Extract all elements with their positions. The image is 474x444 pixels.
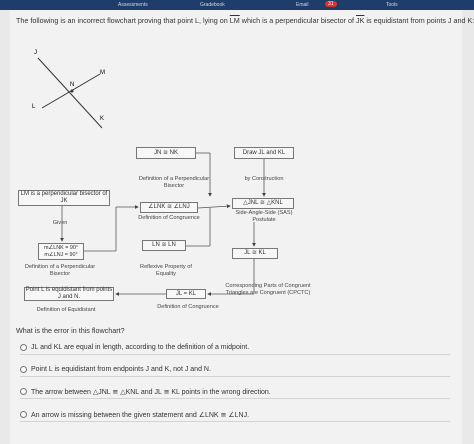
point-m-label: M <box>100 70 105 76</box>
box-jl-kl-equal: JL = KL <box>166 289 206 299</box>
question-text: What is the error in this flowchart? <box>16 326 125 335</box>
option-label: Point L is equidistant from endpoints J … <box>31 366 211 373</box>
answer-option-1[interactable]: JL and KL are equal in length, according… <box>20 341 450 355</box>
label-reflexive-property: Reflexive Property of Equality <box>140 264 192 277</box>
question-prompt: The following is an incorrect flowchart … <box>16 16 474 25</box>
radio-button[interactable] <box>20 366 27 373</box>
point-n-label: N <box>70 82 74 88</box>
nav-tools[interactable]: Tools <box>386 2 398 8</box>
nav-gradebook[interactable]: Gradebook <box>200 2 225 8</box>
option-label: JL and KL are equal in length, according… <box>31 344 250 351</box>
box-equidistant-statement: Point L is equidistant from points J and… <box>24 287 114 301</box>
option-label: An arrow is missing between the given st… <box>31 411 250 419</box>
nav-assessments[interactable]: Assessments <box>118 2 148 8</box>
segment-jk: JK <box>356 16 365 25</box>
box-jl-kl-congruent: JL ≅ KL <box>232 248 278 259</box>
point-k-label: K <box>100 116 104 122</box>
segment-lm: LM <box>229 16 240 25</box>
label-def-equidistant: Definition of Equidistant <box>36 307 96 313</box>
label-def-perp-bisector-2: Definition of a Perpendicular Bisector <box>24 264 96 277</box>
label-cpctc: Corresponding Parts of Congruent Triangl… <box>225 283 311 296</box>
email-count-badge: 31 <box>325 1 337 7</box>
label-def-perp-bisector-1: Definition of a Perpendicular Bisector <box>138 176 210 189</box>
label-sas-postulate: Side-Angle-Side (SAS) Postulate <box>235 210 293 223</box>
box-right-angles: m∠LNK = 90° m∠LNJ = 90° <box>38 243 84 260</box>
nav-email[interactable]: Email <box>296 2 309 8</box>
point-j-label: J <box>34 50 37 56</box>
radio-button[interactable] <box>20 344 27 351</box>
radio-button[interactable] <box>20 388 27 395</box>
flowchart-arrows <box>60 152 266 296</box>
answer-option-3[interactable]: The arrow between △JNL ≅ △KNL and JL ≅ K… <box>20 385 450 399</box>
geometry-diagram: J M N L K <box>32 50 105 129</box>
option-label: The arrow between △JNL ≅ △KNL and JL ≅ K… <box>31 388 271 396</box>
box-ln-reflexive: LN ≅ LN <box>142 240 186 251</box>
box-given-statement: LM is a perpendicular bisector of JK <box>18 190 110 206</box>
question-panel: The following is an incorrect flowchart … <box>10 10 474 444</box>
prompt-text-1: The following is an incorrect flowchart … <box>16 16 228 25</box>
box-jn-nk: JN ≅ NK <box>136 147 196 159</box>
box-draw-segments: Draw JL and KL <box>234 147 294 159</box>
radio-button[interactable] <box>20 411 27 418</box>
point-l-label: L <box>32 104 36 110</box>
box-angles-congruent: ∠LNK ≅ ∠LNJ <box>140 202 198 213</box>
top-nav-bar: Assessments Gradebook Email 31 Tools <box>0 0 474 10</box>
label-def-congruence-1: Definition of Congruence <box>138 215 200 221</box>
prompt-text-2: which is a perpendicular bisector of <box>241 16 355 25</box>
label-def-congruence-2: Definition of Congruence <box>157 304 219 310</box>
answer-option-2[interactable]: Point L is equidistant from endpoints J … <box>20 363 450 377</box>
box-triangles-congruent: △JNL ≅ △KNL <box>232 198 294 209</box>
answer-option-4[interactable]: An arrow is missing between the given st… <box>20 408 450 422</box>
label-given: Given <box>52 220 68 226</box>
prompt-text-3: is equidistant from points J and K: <box>366 16 474 25</box>
